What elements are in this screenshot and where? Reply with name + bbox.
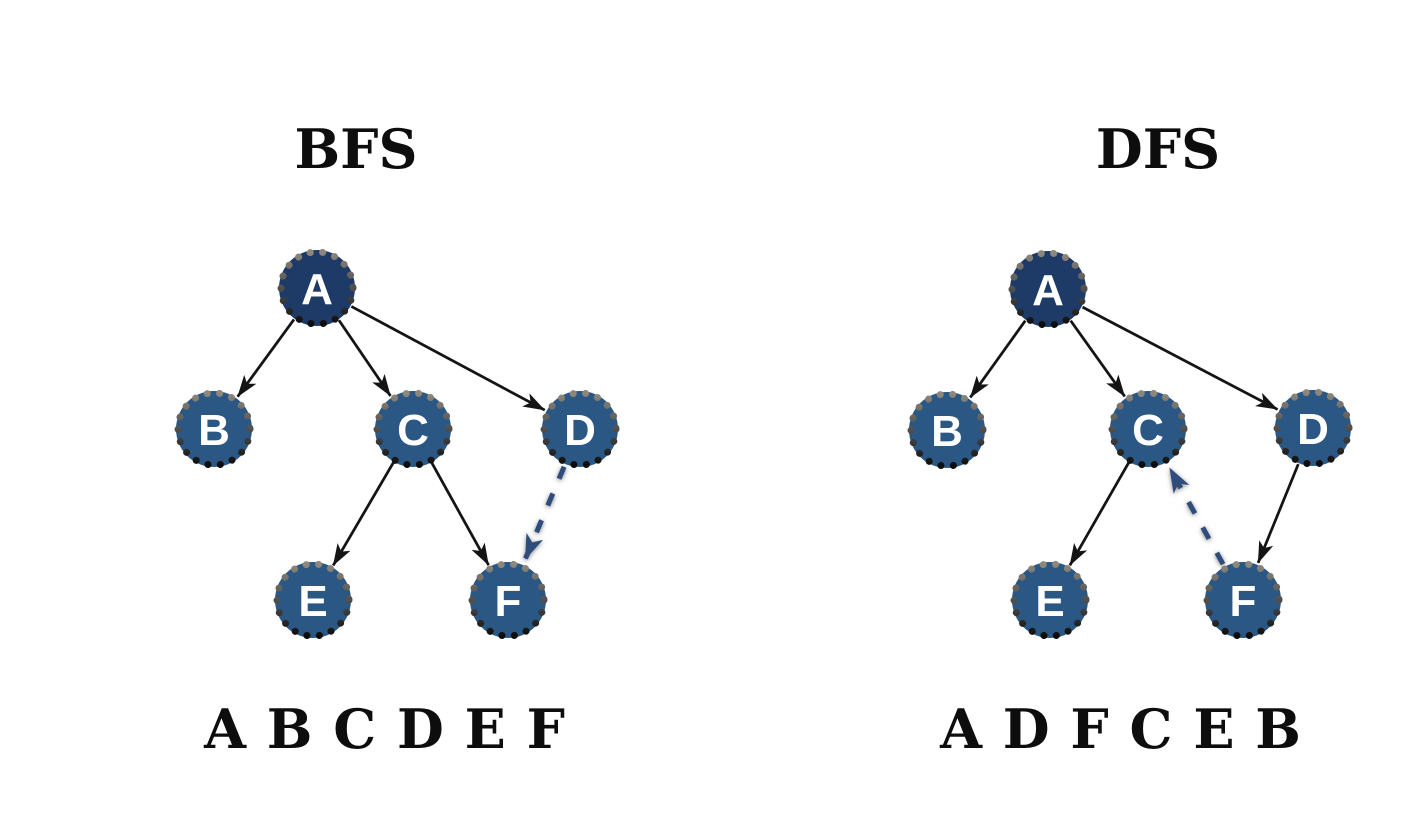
edge-bfs-A-B [236, 318, 296, 398]
node-bfs-A [279, 250, 355, 326]
node-label-dfs-F: F [1230, 577, 1257, 626]
node-dfs-E [1012, 562, 1088, 638]
edge-bfs-A-D [350, 305, 546, 412]
node-label-dfs-A: A [1032, 266, 1064, 315]
node-ring-dfs-A [1008, 249, 1088, 329]
node-dfs-B [909, 392, 985, 468]
node-ring-dfs-F [1203, 560, 1283, 640]
edge-dfs-A-B [969, 319, 1027, 399]
node-bfs-D [542, 391, 618, 467]
node-label-bfs-D: D [564, 406, 596, 455]
dfs-traversal-order: A D F C E B [939, 697, 1302, 761]
node-dfs-F [1205, 562, 1281, 638]
tree-dfs: A B C D E F [907, 249, 1353, 640]
edge-bfs-C-F [430, 462, 490, 566]
edge-dfs-C-E [1068, 462, 1130, 566]
node-ring-bfs-C [373, 389, 453, 469]
tree-bfs: A B C D E F [174, 248, 620, 640]
node-bfs-B [176, 391, 252, 467]
node-bfs-C [375, 391, 451, 467]
edge-bfs-D-F [523, 465, 567, 560]
edge-dfs-D-F [1256, 463, 1300, 564]
edge-dfs-F-C [1167, 467, 1226, 566]
node-label-bfs-C: C [397, 406, 429, 455]
node-ring-dfs-D [1273, 388, 1353, 468]
node-label-dfs-E: E [1035, 577, 1064, 626]
node-ring-bfs-F [468, 560, 548, 640]
node-label-bfs-F: F [495, 577, 522, 626]
edge-dfs-A-C [1069, 319, 1126, 398]
node-ring-dfs-C [1108, 389, 1188, 469]
node-bfs-F [470, 562, 546, 638]
node-ring-bfs-D [540, 389, 620, 469]
node-dfs-C [1110, 391, 1186, 467]
dfs-title: DFS [1096, 117, 1220, 181]
node-ring-bfs-A [277, 248, 357, 328]
node-dfs-A [1010, 251, 1086, 327]
node-label-bfs-E: E [298, 577, 327, 626]
node-dfs-D [1275, 390, 1351, 466]
node-label-bfs-A: A [301, 265, 333, 314]
bfs-title: BFS [295, 117, 418, 181]
edge-bfs-C-E [332, 461, 395, 567]
node-ring-dfs-B [907, 390, 987, 470]
node-label-dfs-C: C [1132, 406, 1164, 455]
node-label-dfs-D: D [1297, 405, 1329, 454]
node-ring-bfs-E [273, 560, 353, 640]
edge-dfs-A-D [1081, 305, 1279, 411]
bfs-traversal-order: A B C D E F [203, 697, 566, 761]
node-ring-dfs-E [1010, 560, 1090, 640]
node-ring-bfs-B [174, 389, 254, 469]
node-label-dfs-B: B [931, 407, 963, 456]
edge-bfs-A-C [337, 319, 392, 397]
node-bfs-E [275, 562, 351, 638]
graph-layer: A B C D E F A B C D E F [174, 248, 1353, 640]
node-label-bfs-B: B [198, 406, 230, 455]
